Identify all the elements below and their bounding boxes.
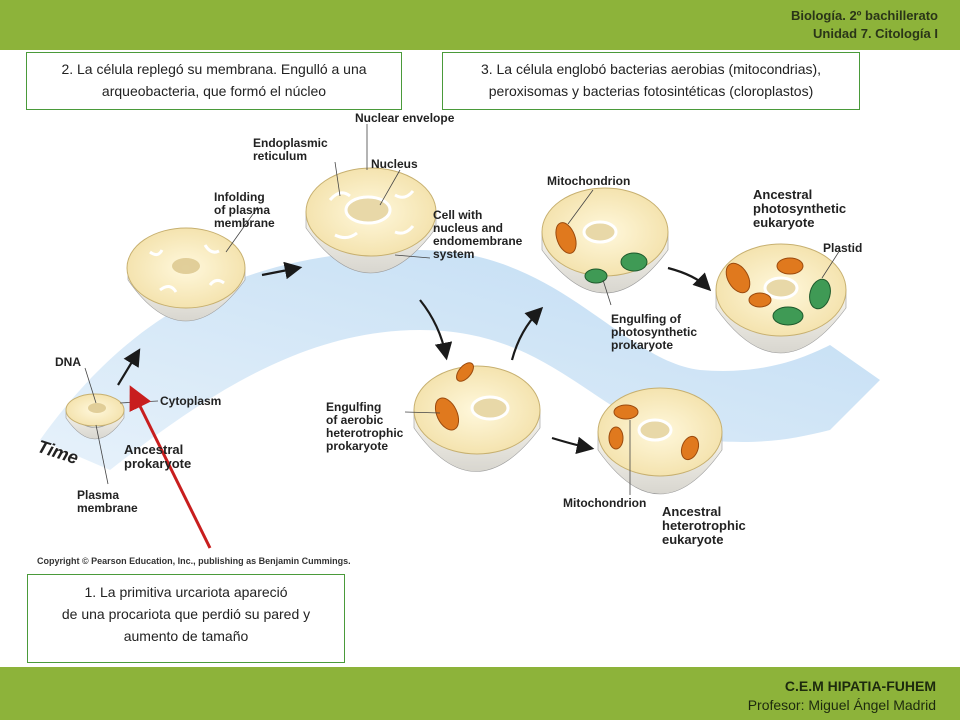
label-cell-nucleus-line3: endomembrane [433,234,523,248]
label-infolding-line2: of plasma [214,203,271,217]
label-cell-with-nucleus: Cell with nucleus and endomembrane syste… [433,209,522,261]
footer-school: C.E.M HIPATIA-FUHEM [784,678,936,694]
label-engulf-aerobic: Engulfing of aerobic heterotrophic proka… [326,401,403,453]
label-ancestral-prokaryote: Ancestral prokaryote [124,443,191,471]
red-pointer-arrow [129,385,212,549]
label-ancestral-photo-line2: photosynthetic [753,201,847,216]
label-engulf-photosynthetic: Engulfing of photosynthetic prokaryote [611,313,697,352]
label-ancestral-hetero-line2: heterotrophic [662,518,746,533]
label-pointers [84,124,841,495]
label-endoplasmic-reticulum: Endoplasmic reticulum [253,137,328,163]
step2-line2: arqueobacteria, que formó el núcleo [101,83,327,99]
label-plasma-membrane-line2: membrane [77,501,138,515]
cell-infolding [126,227,246,322]
label-ancestral-photo-line3: eukaryote [753,215,815,230]
cell-ancestral-prokaryote [65,393,125,440]
label-cytoplasm: Cytoplasm [160,394,222,408]
label-ancestral-photosynthetic: Ancestral photosynthetic eukaryote [753,188,846,230]
cell-engulf-aerobic [413,362,541,472]
label-ancestral-prokaryote-line1: Ancestral [124,442,184,457]
label-engulf-aerobic-line4: prokaryote [326,439,389,453]
label-engulf-photo-line2: photosynthetic [611,325,697,339]
label-engulf-aerobic-line3: heterotrophic [326,426,404,440]
step1-box: 1. La primitiva urcariota apareció de un… [27,574,345,663]
cell-engulf-photosynthetic [541,187,669,294]
step2-line1: 2. La célula replegó su membrana. Engull… [61,61,367,77]
label-cell-nucleus-line1: Cell with [433,208,483,222]
label-ancestral-hetero-line1: Ancestral [662,504,722,519]
step1-line2: de una procariota que perdió su pared y [61,606,311,622]
label-plastid: Plastid [823,241,863,255]
label-nucleus: Nucleus [371,157,418,171]
step3-line1: 3. La célula englobó bacterias aerobias … [480,61,822,77]
label-nuclear-envelope: Nuclear envelope [355,111,455,125]
step3-box: 3. La célula englobó bacterias aerobias … [442,52,860,110]
label-infolding: Infolding of plasma membrane [214,191,275,230]
cell-ancestral-photosynthetic [715,243,847,354]
label-infolding-line3: membrane [214,216,275,230]
label-ancestral-photo-line1: Ancestral [753,187,813,202]
label-engulf-aerobic-line1: Engulfing [326,400,382,414]
label-engulf-photo-line3: prokaryote [611,338,674,352]
step1-line1: 1. La primitiva urcariota apareció [84,584,288,600]
label-infolding-line1: Infolding [214,190,265,204]
progression-arrows [117,261,712,455]
label-ancestral-hetero-line3: eukaryote [662,532,724,547]
label-cell-nucleus-line2: nucleus and [433,221,504,235]
label-endoplasmic-line1: Endoplasmic [253,136,328,150]
label-ancestral-heterotrophic: Ancestral heterotrophic eukaryote [662,505,746,547]
header-bar: Biología. 2º bachillerato Unidad 7. Cito… [0,0,960,50]
cell-nucleus [305,167,437,274]
label-engulf-aerobic-line2: of aerobic [326,413,384,427]
step3-line2: peroxisomas y bacterias fotosintéticas (… [488,83,814,99]
copyright-text: Copyright © Pearson Education, Inc., pub… [37,556,351,566]
cell-ancestral-heterotrophic [597,387,723,495]
step2-box: 2. La célula replegó su membrana. Engull… [26,52,402,110]
step1-line3: aumento de tamaño [123,628,249,644]
label-cell-nucleus-line4: system [433,247,475,261]
header-subject: Biología. 2º bachillerato [790,8,938,23]
label-mitochondrion-bottom: Mitochondrion [563,496,647,510]
label-dna: DNA [55,355,81,369]
label-plasma-membrane: Plasma membrane [77,489,138,515]
label-ancestral-prokaryote-line2: prokaryote [124,456,192,471]
footer-teacher: Profesor: Miguel Ángel Madrid [747,697,936,713]
header-unit: Unidad 7. Citología I [813,26,938,41]
label-endoplasmic-line2: reticulum [253,149,308,163]
label-engulf-photo-line1: Engulfing of [611,312,681,326]
footer-bar: C.E.M HIPATIA-FUHEM Profesor: Miguel Áng… [0,667,960,720]
label-mitochondrion-top: Mitochondrion [547,174,631,188]
label-plasma-membrane-line1: Plasma [77,488,120,502]
